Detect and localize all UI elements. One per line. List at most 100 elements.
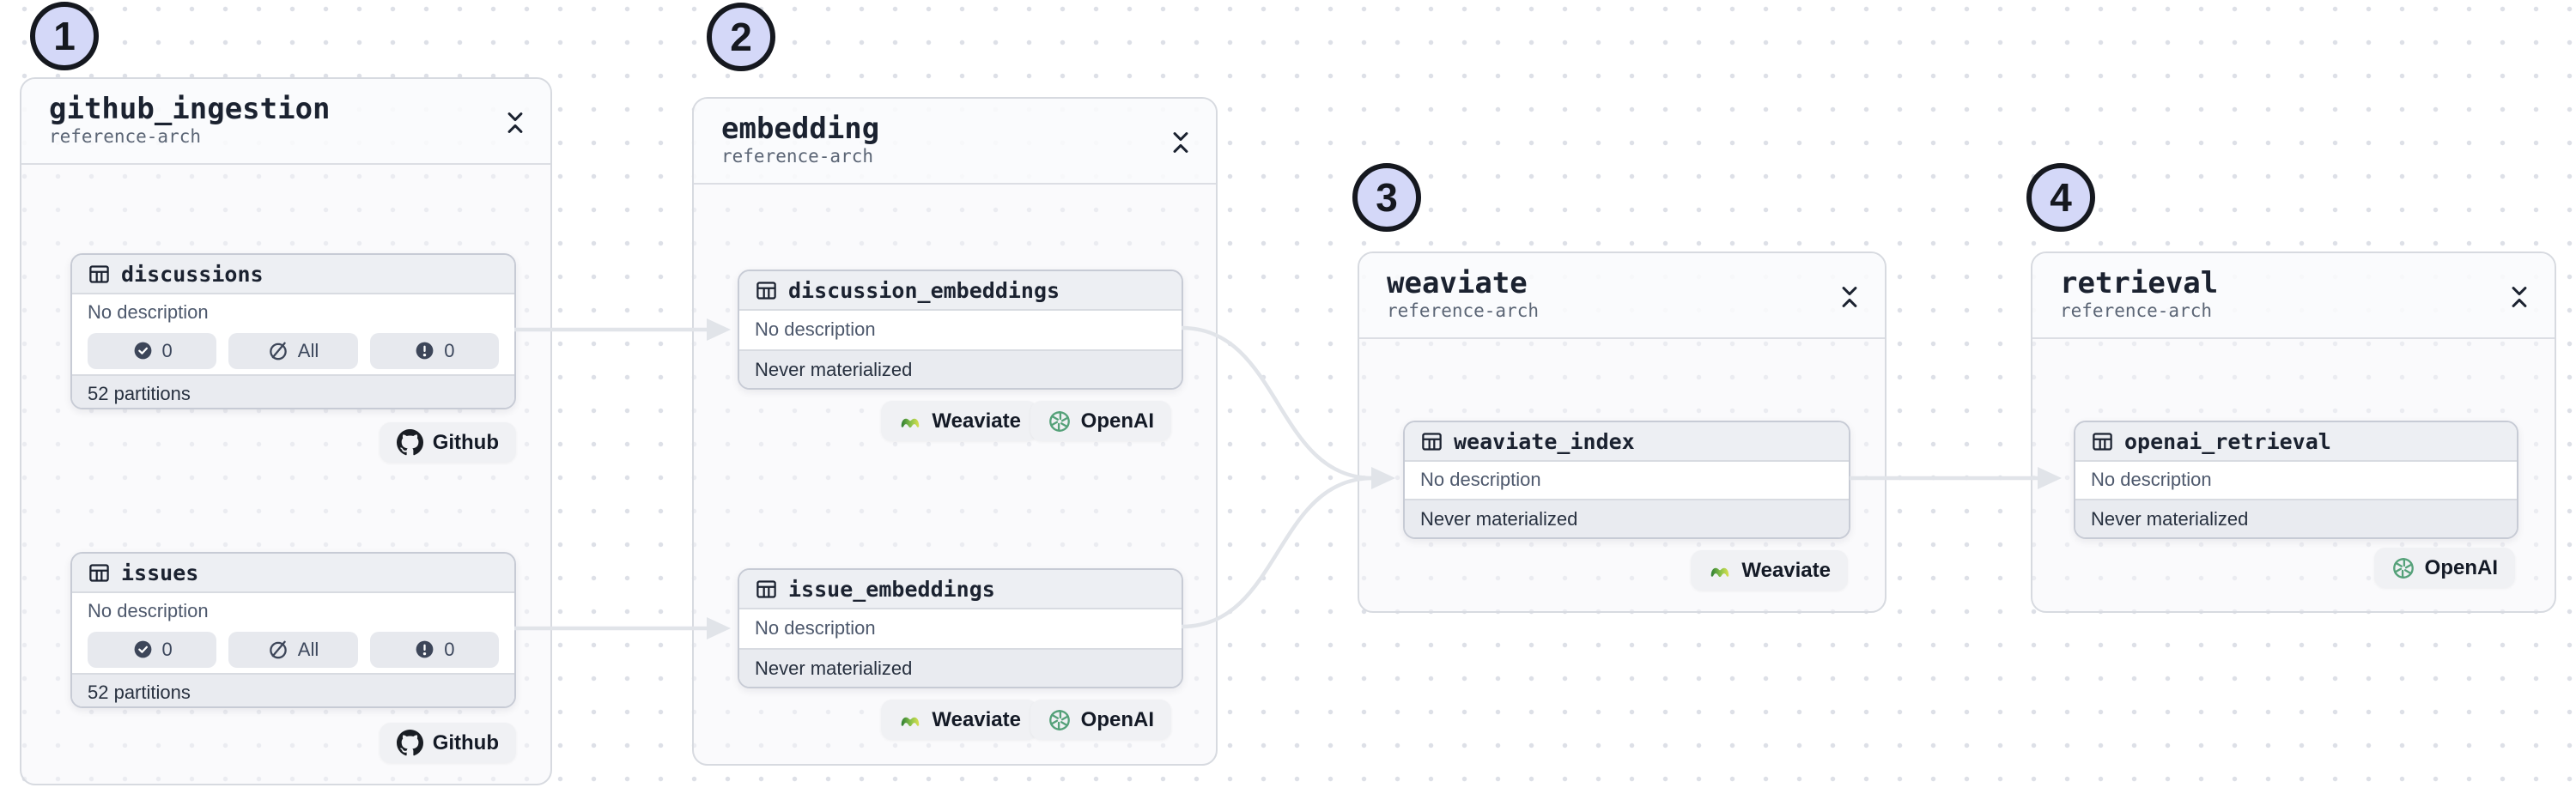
asset-name: discussions xyxy=(121,261,264,287)
kind-badge-openai[interactable]: OpenAI xyxy=(1030,401,1171,441)
kind-badge-label: Weaviate xyxy=(932,707,1021,731)
kind-badge-github[interactable]: Github xyxy=(379,422,516,463)
pill-label: All xyxy=(297,339,319,361)
asset-card-discussions[interactable]: discussions No description 0 All xyxy=(70,253,516,409)
kind-badge-github[interactable]: Github xyxy=(379,723,516,763)
asset-name: openai_retrieval xyxy=(2124,428,2331,454)
annotation-number: 4 xyxy=(2050,175,2072,220)
annotation-number: 2 xyxy=(730,15,752,59)
slash-circle-icon xyxy=(269,640,287,659)
asset-description: No description xyxy=(88,301,209,323)
weaviate-icon xyxy=(902,717,920,726)
asset-card-issue-embeddings[interactable]: issue_embeddings No description Never ma… xyxy=(738,568,1183,688)
kind-badge-openai[interactable]: OpenAI xyxy=(1030,700,1171,740)
kind-badge-weaviate[interactable]: Weaviate xyxy=(881,401,1038,441)
group-header[interactable]: retrieval reference-arch xyxy=(2032,253,2555,339)
asset-partitions: 52 partitions xyxy=(72,672,514,706)
table-icon xyxy=(89,563,109,582)
kind-badge-label: Weaviate xyxy=(1741,558,1831,582)
kind-badge-label: Github xyxy=(432,430,499,454)
pill-label: 0 xyxy=(444,339,455,361)
group-header[interactable]: weaviate reference-arch xyxy=(1359,253,1885,339)
annotation-step-4: 4 xyxy=(2026,163,2095,232)
check-circle-icon xyxy=(134,640,151,658)
asset-check-pills: 0 All 0 xyxy=(88,332,499,369)
check-circle-icon xyxy=(134,342,151,360)
asset-card-issues[interactable]: issues No description 0 All xyxy=(70,552,516,708)
github-icon xyxy=(396,429,423,456)
asset-description: No description xyxy=(755,617,876,639)
asset-name: issue_embeddings xyxy=(788,576,995,602)
table-icon xyxy=(1422,432,1442,451)
openai-icon xyxy=(1048,410,1070,432)
table-icon xyxy=(756,281,776,300)
asset-group-github-ingestion: github_ingestion reference-arch discussi… xyxy=(20,77,552,785)
partitions-missing-pill[interactable]: All xyxy=(228,332,358,369)
checks-failed-pill[interactable]: 0 xyxy=(369,631,499,668)
kind-badge-openai[interactable]: OpenAI xyxy=(2373,548,2515,588)
kind-badge-label: OpenAI xyxy=(2424,555,2498,579)
annotation-number: 1 xyxy=(53,14,76,58)
asset-status: Never materialized xyxy=(739,349,1182,388)
annotation-number: 3 xyxy=(1376,175,1398,220)
slash-circle-icon xyxy=(269,342,287,361)
checks-passed-pill[interactable]: 0 xyxy=(88,332,217,369)
group-subtitle: reference-arch xyxy=(49,126,202,148)
collapse-icon[interactable] xyxy=(2508,284,2530,310)
asset-description: No description xyxy=(88,600,209,621)
asset-check-pills: 0 All 0 xyxy=(88,631,499,668)
asset-name: weaviate_index xyxy=(1454,428,1635,454)
table-icon xyxy=(2093,432,2112,451)
table-icon xyxy=(89,264,109,283)
asset-name: issues xyxy=(121,560,199,585)
checks-passed-pill[interactable]: 0 xyxy=(88,631,217,668)
partitions-missing-pill[interactable]: All xyxy=(228,631,358,668)
asset-partitions: 52 partitions xyxy=(72,373,514,408)
github-icon xyxy=(396,730,423,756)
pill-label: 0 xyxy=(444,638,455,660)
pill-label: All xyxy=(297,638,319,660)
asset-description: No description xyxy=(1420,469,1541,491)
annotation-step-1: 1 xyxy=(30,2,99,70)
openai-icon xyxy=(2392,557,2414,579)
collapse-icon[interactable] xyxy=(1838,284,1861,310)
weaviate-icon xyxy=(1711,567,1729,577)
group-title: retrieval xyxy=(2060,266,2219,300)
asset-status: Never materialized xyxy=(739,648,1182,687)
asset-card-openai-retrieval[interactable]: openai_retrieval No description Never ma… xyxy=(2074,421,2518,539)
annotation-step-3: 3 xyxy=(1352,163,1421,232)
kind-badge-label: OpenAI xyxy=(1080,707,1154,731)
group-subtitle: reference-arch xyxy=(1387,300,1540,322)
weaviate-icon xyxy=(902,418,920,427)
asset-group-retrieval: retrieval reference-arch openai_retrieva… xyxy=(2031,251,2556,613)
alert-circle-icon xyxy=(416,342,434,360)
asset-status: Never materialized xyxy=(1405,499,1849,537)
asset-description: No description xyxy=(2091,469,2212,491)
asset-card-weaviate-index[interactable]: weaviate_index No description Never mate… xyxy=(1403,421,1850,539)
annotation-step-2: 2 xyxy=(707,3,775,71)
asset-card-discussion-embeddings[interactable]: discussion_embeddings No description Nev… xyxy=(738,270,1183,390)
kind-badge-label: Github xyxy=(432,730,499,754)
group-header[interactable]: github_ingestion reference-arch xyxy=(21,79,550,165)
kind-badge-weaviate[interactable]: Weaviate xyxy=(1691,550,1848,591)
table-icon xyxy=(756,579,776,598)
pill-label: 0 xyxy=(161,638,173,660)
group-header[interactable]: embedding reference-arch xyxy=(694,99,1216,185)
asset-group-embedding: embedding reference-arch discussion_embe… xyxy=(692,97,1218,766)
group-subtitle: reference-arch xyxy=(2060,300,2213,322)
group-title: github_ingestion xyxy=(49,92,331,126)
asset-group-weaviate: weaviate reference-arch weaviate_index N… xyxy=(1358,251,1886,613)
group-subtitle: reference-arch xyxy=(721,146,874,167)
asset-description: No description xyxy=(755,318,876,341)
pill-label: 0 xyxy=(161,339,173,361)
kind-badge-weaviate[interactable]: Weaviate xyxy=(881,700,1038,740)
openai-icon xyxy=(1048,709,1070,730)
collapse-icon[interactable] xyxy=(504,110,526,136)
group-title: weaviate xyxy=(1387,266,1528,300)
group-title: embedding xyxy=(721,112,880,146)
collapse-icon[interactable] xyxy=(1170,130,1192,155)
checks-failed-pill[interactable]: 0 xyxy=(369,332,499,369)
kind-badge-label: Weaviate xyxy=(932,409,1021,433)
alert-circle-icon xyxy=(416,640,434,658)
